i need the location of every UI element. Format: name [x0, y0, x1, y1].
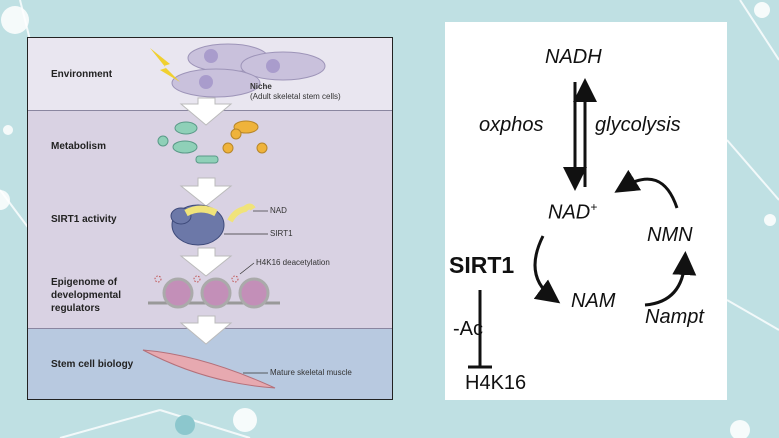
glycolysis-label: glycolysis: [595, 114, 681, 136]
niche-cells: [171, 43, 326, 98]
label-line: Epigenome of: [51, 277, 118, 288]
sirt1-callout: SIRT1: [270, 229, 293, 238]
nad-plus-label: NAD+: [548, 200, 597, 225]
nmn-label: NMN: [647, 224, 693, 246]
sirt1-pathway-illustration: Environment Niche (Adult skeletal stem c…: [27, 37, 393, 400]
nad-callout: NAD: [270, 206, 287, 215]
muscle-callout: Mature skeletal muscle: [270, 368, 352, 377]
nad-salvage-diagram: NADH oxphos glycolysis NAD+ NMN SIRT1 NA…: [445, 22, 727, 400]
h4k16-callout: H4K16 deacetylation: [256, 258, 330, 267]
deacetylation-label: -Ac: [453, 318, 483, 340]
row-label-sirt1-activity: SIRT1 activity: [51, 214, 117, 225]
nad-superscript: +: [590, 200, 598, 214]
row-label-stem-cell-biology: Stem cell biology: [51, 359, 134, 370]
nadh-label: NADH: [545, 46, 602, 68]
label-line: developmental: [51, 290, 122, 301]
row-label-metabolism: Metabolism: [51, 141, 107, 152]
nam-label: NAM: [571, 290, 616, 312]
nampt-label: Nampt: [645, 306, 704, 328]
row-label-environment: Environment: [51, 69, 113, 80]
illustration-graphics: [142, 43, 326, 389]
flow-arrows: [179, 97, 233, 345]
row-label-epigenome: Epigenome of developmental regulators: [51, 276, 121, 315]
nad-text: NAD: [548, 201, 591, 224]
sirt1-label: SIRT1: [449, 252, 515, 278]
muscle-fiber: [142, 349, 276, 389]
lightning-icon: [150, 48, 180, 82]
niche-note: (Adult skeletal stem cells): [250, 92, 341, 101]
h4k16-label: H4K16: [465, 372, 527, 394]
niche-label: Niche: [250, 82, 272, 91]
oxphos-label: oxphos: [479, 114, 544, 136]
pathway-arrows: [468, 78, 697, 369]
label-line: regulators: [51, 303, 100, 314]
nucleosomes: [162, 277, 270, 309]
